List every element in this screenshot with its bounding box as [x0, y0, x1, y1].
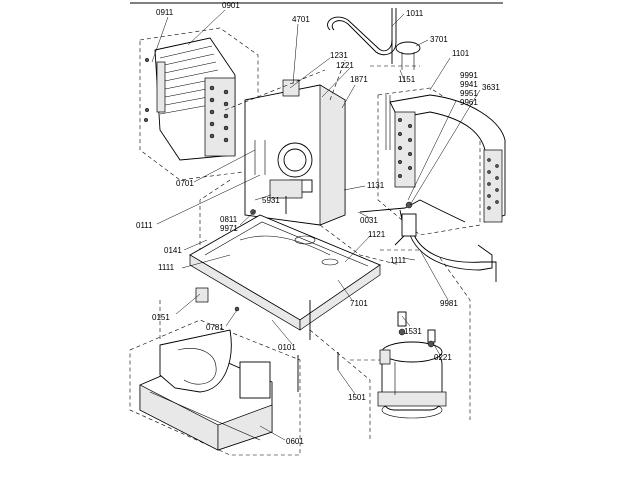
base-pan [189, 179, 381, 392]
blower-scroll-housing [129, 319, 301, 456]
label-0031: 0031 [360, 216, 378, 225]
partition-shroud [224, 69, 346, 226]
label-1871: 1871 [350, 75, 368, 84]
label-0151: 0151 [152, 313, 170, 322]
label-0601: 0601 [286, 437, 304, 446]
label-9991: 9991 [460, 71, 478, 80]
label-9941: 9941 [460, 80, 478, 89]
label-0781: 0781 [206, 323, 224, 332]
label-1111-right: 1111 [390, 256, 407, 265]
leader-lines [151, 9, 481, 441]
label-7101: 7101 [350, 299, 368, 308]
label-0701: 0701 [176, 179, 194, 188]
label-0901: 0901 [222, 1, 240, 10]
label-0221: 0221 [434, 353, 452, 362]
label-1101: 1101 [452, 49, 470, 58]
label-0101: 0101 [278, 343, 296, 352]
label-9951: 9951 [460, 89, 478, 98]
condenser-coil [139, 27, 259, 181]
part-number-labels: 0911 0901 4701 1011 3701 1231 1221 1871 … [136, 1, 500, 446]
label-0811: 0811 [220, 215, 238, 224]
label-3701: 3701 [430, 35, 448, 44]
evaporator-coil [377, 87, 506, 236]
label-1231: 1231 [330, 51, 348, 60]
label-9961: 9961 [460, 98, 478, 107]
label-1111-left: 1111 [158, 263, 175, 272]
discharge-tubing [359, 199, 497, 282]
assembly-guide-lines [159, 59, 471, 440]
label-1501: 1501 [348, 393, 366, 402]
label-9971: 9971 [220, 224, 238, 233]
label-9981: 9981 [440, 299, 458, 308]
label-1221: 1221 [336, 61, 354, 70]
label-5931: 5931 [262, 196, 280, 205]
label-1121: 1121 [368, 230, 386, 239]
label-1151: 1151 [398, 75, 416, 84]
label-1131: 1131 [367, 181, 385, 190]
label-0141: 0141 [164, 246, 182, 255]
label-0911: 0911 [156, 8, 174, 17]
label-4701: 4701 [292, 15, 310, 24]
refrigerant-tubing [327, 8, 421, 70]
label-0111: 0111 [136, 221, 153, 230]
compressor [350, 311, 447, 419]
label-3631: 3631 [482, 83, 500, 92]
label-1011: 1011 [406, 9, 424, 18]
label-1531: 1531 [404, 327, 422, 336]
